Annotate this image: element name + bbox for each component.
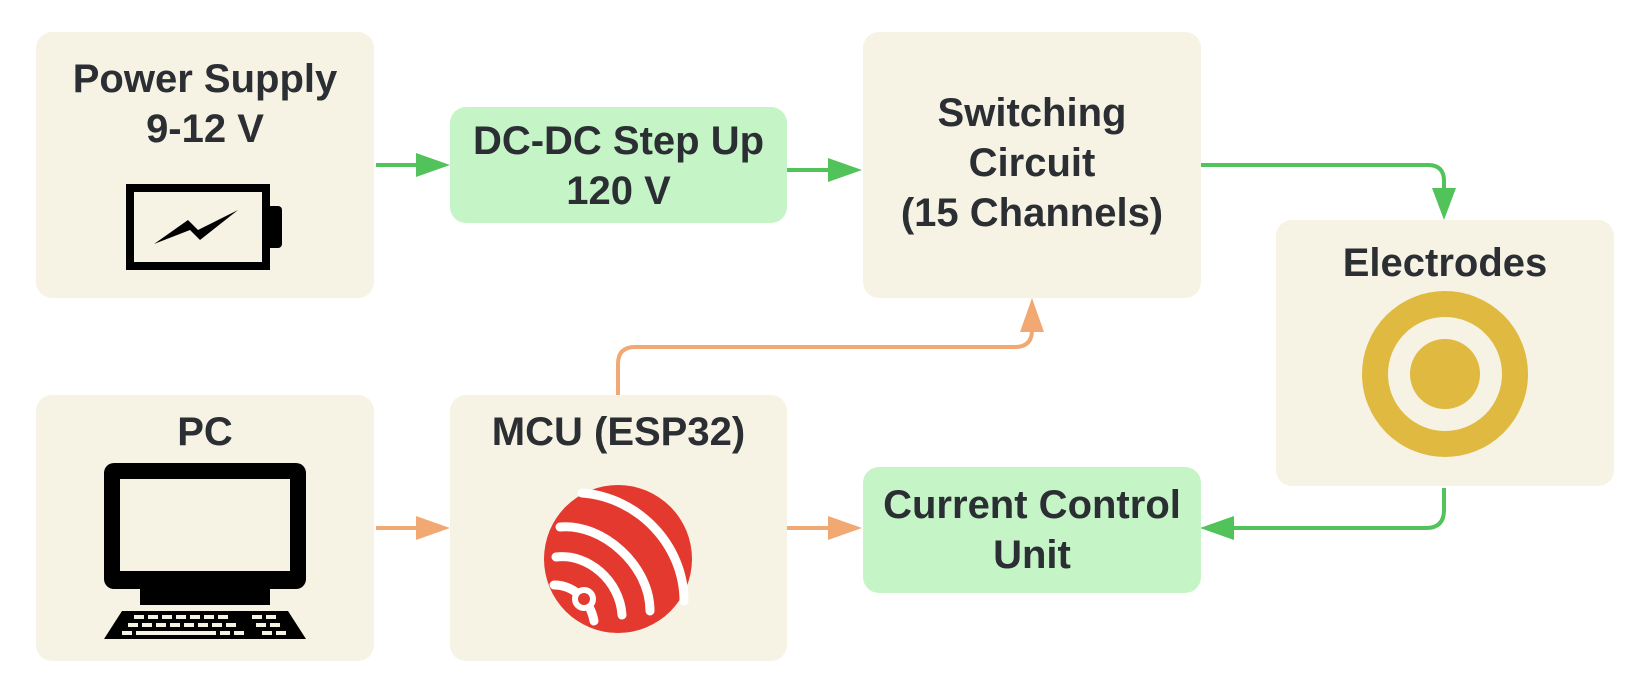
- connector-switching-to-electrodes: [1200, 163, 1456, 220]
- electrodes-node: Electrodes: [1276, 220, 1614, 486]
- mcu-node: MCU (ESP32): [450, 395, 787, 661]
- power-supply-title: Power Supply: [72, 57, 338, 101]
- electrodes-title: Electrodes: [1342, 241, 1548, 285]
- electrodes-label: Electrodes: [1276, 238, 1614, 288]
- power-supply-label: Power Supply 9-12 V: [36, 54, 374, 154]
- current-control-label: Current Control Unit: [863, 480, 1201, 580]
- switching-line-2: Circuit: [968, 141, 1096, 185]
- switching-line-1: Switching: [937, 91, 1127, 135]
- current-control-line-1: Current Control: [883, 483, 1181, 527]
- connector-pc-to-mcu: [376, 516, 450, 540]
- connector-electrodes-to-current-control: [1200, 488, 1446, 540]
- switching-line-3: (15 Channels): [900, 191, 1164, 235]
- current-control-unit-node: Current Control Unit: [863, 467, 1201, 593]
- connector-mcu-to-current-control: [787, 516, 862, 540]
- pc-title: PC: [177, 410, 233, 454]
- pc-node: PC: [36, 395, 374, 661]
- dcdc-label: DC-DC Step Up 120 V: [450, 116, 787, 216]
- battery-icon: [126, 184, 282, 270]
- dcdc-voltage: 120 V: [566, 169, 671, 213]
- dcdc-step-up-node: DC-DC Step Up 120 V: [450, 107, 787, 223]
- power-supply-voltage: 9-12 V: [146, 107, 264, 151]
- switching-circuit-node: Switching Circuit (15 Channels): [863, 32, 1201, 298]
- dcdc-title: DC-DC Step Up: [472, 119, 765, 163]
- current-control-line-2: Unit: [993, 533, 1071, 577]
- connector-dcdc-to-switching: [787, 158, 862, 182]
- mcu-label: MCU (ESP32): [450, 407, 787, 457]
- power-supply-node: Power Supply 9-12 V: [36, 32, 374, 298]
- espressif-logo-icon: [544, 485, 692, 633]
- mcu-title: MCU (ESP32): [491, 410, 746, 454]
- connector-mcu-to-switching: [616, 298, 1044, 395]
- switching-label: Switching Circuit (15 Channels): [863, 88, 1201, 238]
- electrode-icon: [1362, 291, 1528, 457]
- connector-power-to-dcdc: [376, 153, 450, 177]
- computer-icon: [104, 463, 306, 639]
- pc-label: PC: [36, 407, 374, 457]
